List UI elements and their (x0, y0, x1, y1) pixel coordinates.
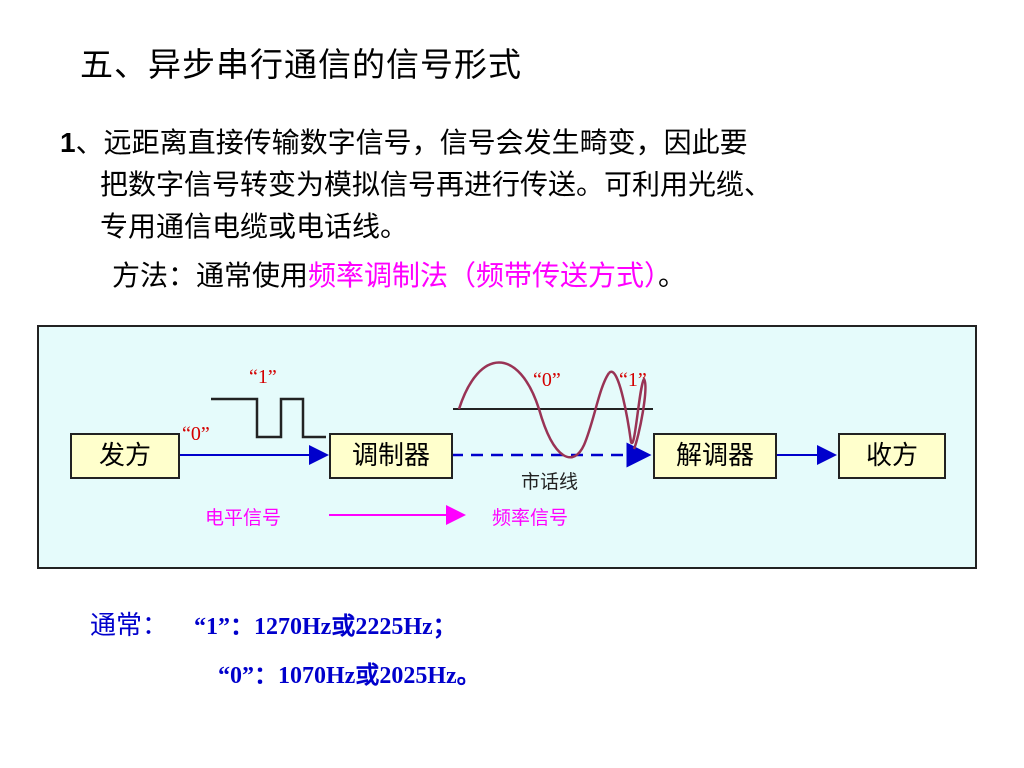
notes-row-2: “0”：1070Hz或2025Hz。 (218, 655, 481, 690)
square-wave (211, 397, 326, 439)
paragraph-line-3: 专用通信电缆或电话线。 (100, 210, 409, 243)
method-prefix: 方法：通常使用 (112, 259, 309, 292)
modulation-diagram: 发方 调制器 解调器 收方 “1” “0” “0” “1” 市话线 电平信号 频… (37, 325, 977, 569)
label-frequency-signal: 频率信号 (492, 507, 569, 529)
paragraph-line-2: 把数字信号转变为模拟信号再进行传送。可利用光缆、 (100, 168, 773, 201)
box-sender: 发方 (70, 433, 180, 479)
notes-row-2-text: “0”：1070Hz或2025Hz。 (218, 663, 481, 689)
notes-label: 通常： (90, 611, 169, 641)
box-receiver: 收方 (838, 433, 946, 479)
paragraph-number: 1 (60, 127, 76, 158)
sine-wave-low (457, 361, 611, 459)
paragraph-line-1: 1、远距离直接传输数字信号，信号会发生畸变，因此要 (60, 122, 940, 164)
paragraph-1: 1、远距离直接传输数字信号，信号会发生畸变，因此要 把数字信号转变为模拟信号再进… (60, 122, 940, 248)
page-title: 五、异步串行通信的信号形式 (80, 45, 522, 84)
notes-row-1-text: “1”：1270Hz或2225Hz； (194, 614, 457, 640)
label-bit-zero-right: “0” (533, 369, 561, 391)
notes-row-1: 通常： “1”：1270Hz或2225Hz； (90, 605, 457, 642)
label-phone-line: 市话线 (521, 471, 579, 493)
paragraph-line-1-text: 、远距离直接传输数字信号，信号会发生畸变，因此要 (75, 126, 748, 159)
method-suffix: 。 (658, 259, 687, 292)
label-bit-one-left: “1” (249, 366, 277, 388)
sine-wave-high (608, 370, 647, 450)
box-demodulator: 解调器 (653, 433, 777, 479)
label-bit-one-right: “1” (619, 369, 647, 391)
label-bit-zero-left: “0” (182, 423, 210, 445)
method-line: 方法：通常使用频率调制法（频带传送方式）。 (112, 254, 686, 294)
label-level-signal: 电平信号 (205, 507, 282, 529)
box-modulator: 调制器 (329, 433, 453, 479)
method-highlight: 频率调制法（频带传送方式） (308, 259, 659, 292)
diagram-graphics (178, 361, 837, 525)
